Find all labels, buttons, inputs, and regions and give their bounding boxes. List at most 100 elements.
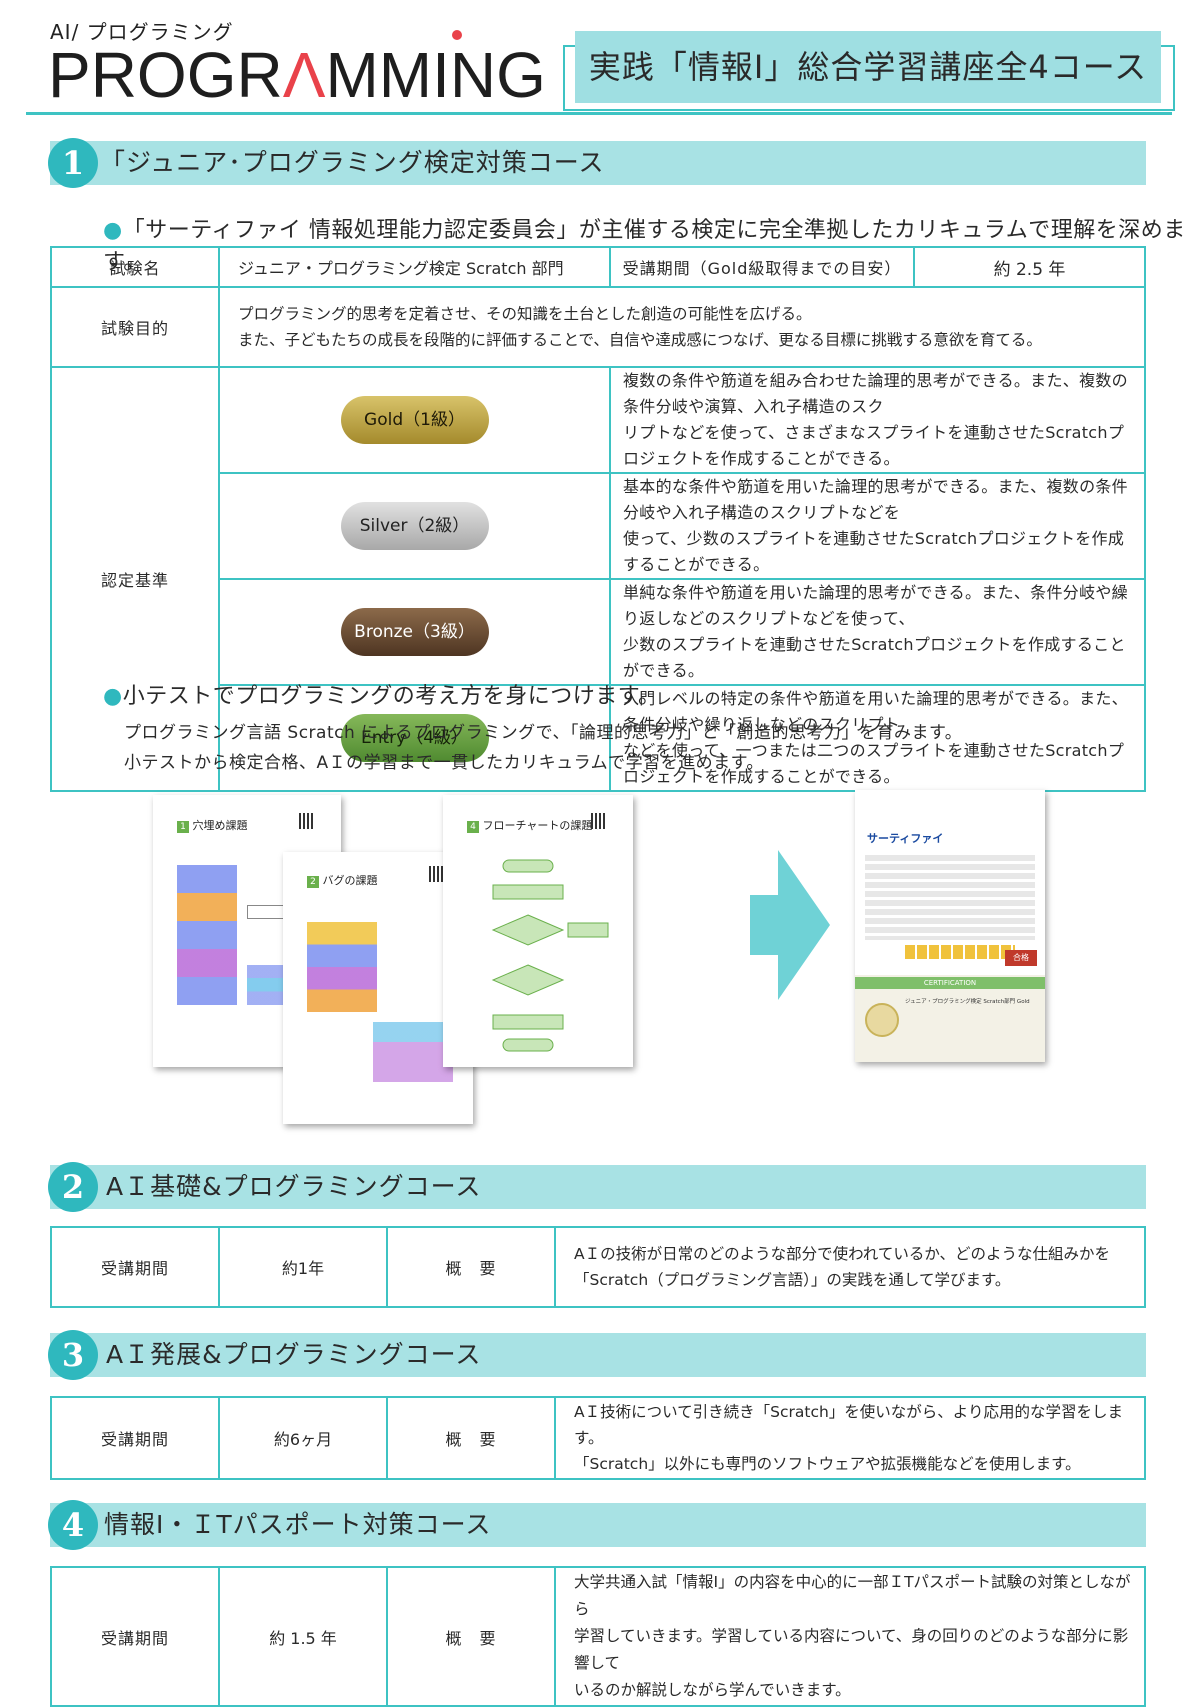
purpose-line1: プログラミング的思考を定着させ、その知識を土台とした創造の可能性を広げる。 (238, 305, 812, 323)
scratch-blocks-illustration (247, 965, 287, 1005)
bullet-dot-icon: ● (103, 218, 123, 243)
section3-period-value: 約6ヶ月 (218, 1396, 388, 1480)
level-bronze-line1: 単純な条件や筋道を用いた論理的思考ができる。また、条件分岐や繰り返しなどのスクリ… (623, 583, 1128, 628)
section3-title: AＩ発展&プログラミングコース (106, 1340, 482, 1369)
section1-para2: 小テストから検定合格、AＩの学習まで一貫したカリキュラムで学習を進めます。 (124, 753, 764, 773)
worksheet-flowchart-title-text: フローチャートの課題② (482, 819, 603, 832)
certificate-sample: サーティファイ 合格 CERTIFICATION ジュニア・プログラミング検定 … (855, 790, 1045, 1062)
section4-period-value: 約 1.5 年 (218, 1566, 388, 1707)
certificate-bottom: CERTIFICATION ジュニア・プログラミング検定 Scratch部門 G… (855, 975, 1045, 1062)
section3-summary: AＩ技術について引き続き「Scratch」を使いながら、より応用的な学習をします… (554, 1396, 1146, 1480)
worksheet-bug-title: 2 バグの課題 (307, 872, 378, 888)
section1-table: 試験名 ジュニア・プログラミング検定 Scratch 部門 受講期間（Gold級… (50, 246, 1146, 792)
section2-summary-label: 概 要 (386, 1226, 556, 1308)
level-gold-cell: Gold（1級） (218, 366, 611, 474)
pass-stamp: 合格 (1005, 950, 1037, 966)
flowchart-illustration (491, 859, 609, 1052)
brand-logo: PROGRΛMMING (48, 40, 546, 110)
section4-number: 4 (48, 1500, 98, 1550)
worksheet-fill-in-title-text: 穴埋め課題 (192, 819, 248, 832)
score-table-illustration (865, 855, 1035, 940)
worksheet-flowchart-title: 4 フローチャートの課題② (467, 817, 602, 833)
worksheet-fill-in-title: 1 穴埋め課題 (177, 817, 248, 833)
section1-title: 「ジュニア･プログラミング検定対策コース (100, 148, 605, 177)
section1-bullet2: ●小テストでプログラミングの考え方を身につけます。 (103, 678, 661, 710)
qr-code-icon (429, 866, 445, 882)
period-value: 約 2.5 年 (913, 246, 1146, 288)
section1-bullet2-text: 小テストでプログラミングの考え方を身につけます。 (122, 684, 661, 709)
qr-code-icon (299, 813, 315, 829)
purpose-line2: また、子どもたちの成長を段階的に評価することで、自信や達成感につなげ、更なる目標… (238, 331, 1042, 349)
level-entry-cell: Entry（4級） (218, 684, 611, 792)
section4-summary-label: 概 要 (386, 1566, 556, 1707)
level-silver-line2: 使って、少数のスプライトを連動させたScratchプロジェクトを作成することがで… (623, 529, 1125, 574)
level-entry-line1: 入門レベルの特定の条件や筋道を用いた論理的思考ができる。また、条件分岐や繰り返し… (623, 689, 1128, 734)
purpose-cell: プログラミング的思考を定着させ、その知識を土台とした創造の可能性を広げる。 また… (218, 286, 1146, 368)
medal-icon (865, 1003, 899, 1037)
purpose-label: 試験目的 (50, 286, 220, 368)
section3-table: 受講期間 約6ヶ月 概 要 AＩ技術について引き続き「Scratch」を使いなが… (50, 1396, 1146, 1480)
level-gold-line2: リプトなどを使って、さまざまなスプライトを連動させたScratchプロジェクトを… (623, 423, 1125, 468)
certificate-brand: サーティファイ (867, 832, 944, 845)
level-silver-badge: Silver（2級） (340, 502, 489, 550)
section2-summary-line1: AＩの技術が日常のどのような部分で使われているか、どのような仕組みかを (574, 1245, 1111, 1263)
section4-summary-line1: 大学共通入試「情報Ⅰ」の内容を中心的に一部ＩTパスポート試験の対策としながら (574, 1573, 1131, 1618)
section4-table: 受講期間 約 1.5 年 概 要 大学共通入試「情報Ⅰ」の内容を中心的に一部ＩT… (50, 1566, 1146, 1707)
brand-logo-i-mark: I (432, 39, 450, 111)
header-rule (26, 112, 1172, 115)
scratch-blocks-illustration (307, 922, 377, 1012)
level-entry-line2: などを使って、一つまたは二つのスプライトを連動させたScratchプロジェクトを… (623, 741, 1125, 786)
level-bronze-desc: 単純な条件や筋道を用いた論理的思考ができる。また、条件分岐や繰り返しなどのスクリ… (609, 578, 1146, 686)
worksheet-flowchart: 4 フローチャートの課題② (443, 795, 633, 1067)
brand-logo-part3: NG (449, 39, 546, 111)
section2-bar (50, 1165, 1146, 1209)
worksheet-fill-in-number: 1 (177, 821, 189, 833)
section4-period-label: 受講期間 (50, 1566, 220, 1707)
level-entry-badge: Entry（4級） (340, 714, 489, 762)
section2-summary: AＩの技術が日常のどのような部分で使われているか、どのような仕組みかを 「Scr… (554, 1226, 1146, 1308)
brand-logo-part1: PROGR (48, 39, 283, 111)
section1-para1: プログラミング言語 Scratch によるプログラミングで、「論理的思考力」と「… (124, 723, 963, 743)
certificate-label: CERTIFICATION (855, 977, 1045, 989)
score-stars-illustration (905, 945, 1015, 959)
worksheet-bug: 2 バグの課題 (283, 852, 473, 1124)
section3-summary-line1: AＩ技術について引き続き「Scratch」を使いながら、より応用的な学習をします… (574, 1403, 1123, 1447)
worksheet-bug-title-text: バグの課題 (322, 874, 378, 887)
section2-summary-line2: 「Scratch（プログラミング言語）」の実践を通して学びます。 (574, 1271, 1011, 1289)
section4-title: 情報Ⅰ・ＩTパスポート対策コース (104, 1510, 492, 1539)
section3-summary-label: 概 要 (386, 1396, 556, 1480)
level-silver-line1: 基本的な条件や筋道を用いた論理的思考ができる。また、複数の条件分岐や入れ子構造の… (623, 477, 1128, 522)
title-background (575, 31, 1161, 103)
level-silver-desc: 基本的な条件や筋道を用いた論理的思考ができる。また、複数の条件分岐や入れ子構造の… (609, 472, 1146, 580)
section3-number: 3 (48, 1330, 98, 1380)
level-entry-desc: 入門レベルの特定の条件や筋道を用いた論理的思考ができる。また、条件分岐や繰り返し… (609, 684, 1146, 792)
section2-period-label: 受講期間 (50, 1226, 220, 1308)
level-gold-desc: 複数の条件や筋道を組み合わせた論理的思考ができる。また、複数の条件分岐や演算、入… (609, 366, 1146, 474)
page-title: 実践「情報Ⅰ」総合学習講座全4コース (588, 48, 1148, 86)
certificate-name: ジュニア・プログラミング検定 Scratch部門 Gold (905, 999, 1030, 1005)
section3-summary-line2: 「Scratch」以外にも専門のソフトウェアや拡張機能などを使用します。 (574, 1455, 1081, 1473)
section4-bar (50, 1503, 1146, 1547)
level-silver-cell: Silver（2級） (218, 472, 611, 580)
level-bronze-badge: Bronze（3級） (340, 608, 489, 656)
qr-code-icon (591, 813, 607, 829)
section2-table: 受講期間 約1年 概 要 AＩの技術が日常のどのような部分で使われているか、どの… (50, 1226, 1146, 1308)
arrow-right-icon (750, 850, 830, 1000)
section1-bullet: ●「サーティファイ 情報処理能力認定委員会」が主催する検定に完全準拠したカリキュ… (103, 212, 1200, 276)
section1-bar (50, 141, 1146, 185)
worksheet-flowchart-number: 4 (467, 821, 479, 833)
exam-label: 試験名 (50, 246, 220, 288)
section3-period-label: 受講期間 (50, 1396, 220, 1480)
brand-subtitle: AI/ プログラミング (50, 20, 234, 44)
level-gold-line1: 複数の条件や筋道を組み合わせた論理的思考ができる。また、複数の条件分岐や演算、入… (623, 371, 1128, 416)
level-bronze-line2: 少数のスプライトを連動させたScratchプロジェクトを作成することができる。 (623, 635, 1126, 680)
brand-logo-a-mark: Λ (282, 39, 326, 111)
section2-number: 2 (48, 1162, 98, 1212)
worksheet-bug-number: 2 (307, 876, 319, 888)
brand-dot-icon (452, 30, 462, 40)
scratch-blocks-illustration (373, 1022, 453, 1082)
section4-summary: 大学共通入試「情報Ⅰ」の内容を中心的に一部ＩTパスポート試験の対策としながら 学… (554, 1566, 1146, 1707)
level-gold-badge: Gold（1級） (340, 396, 489, 444)
bullet-dot-icon: ● (103, 684, 123, 709)
section4-summary-line2: 学習していきます。学習している内容について、身の回りのどのような部分に影響して (574, 1627, 1129, 1672)
